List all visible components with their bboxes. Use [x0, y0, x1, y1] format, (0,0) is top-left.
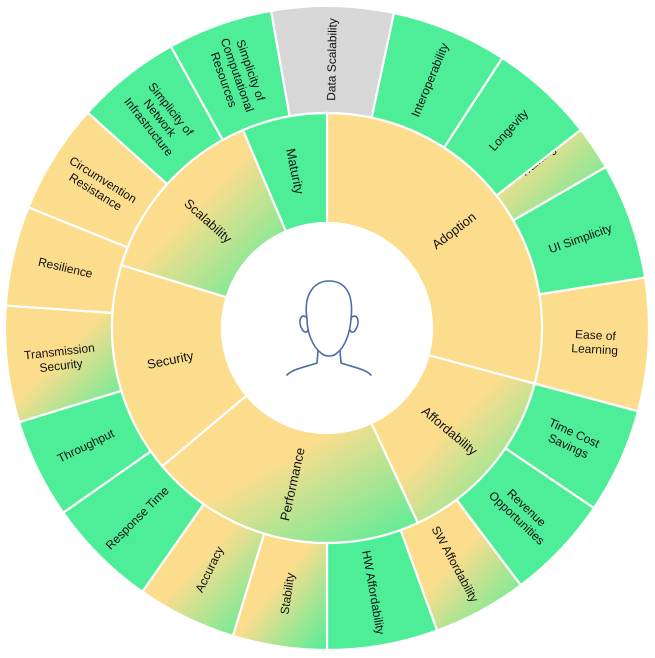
center-disc — [222, 223, 432, 433]
human-head-icon — [286, 280, 372, 376]
criterion-transmission-security-label: TransmissionSecurity — [23, 341, 97, 377]
criterion-data-scalability-label: Data Scalability — [324, 18, 339, 101]
criterion-stability-label: Stability — [277, 572, 297, 616]
inner-ring: AdoptionAffordabilityPerformanceSecurity… — [110, 111, 544, 545]
criterion-ease-of-learning-label: Ease ofLearning — [571, 327, 619, 358]
